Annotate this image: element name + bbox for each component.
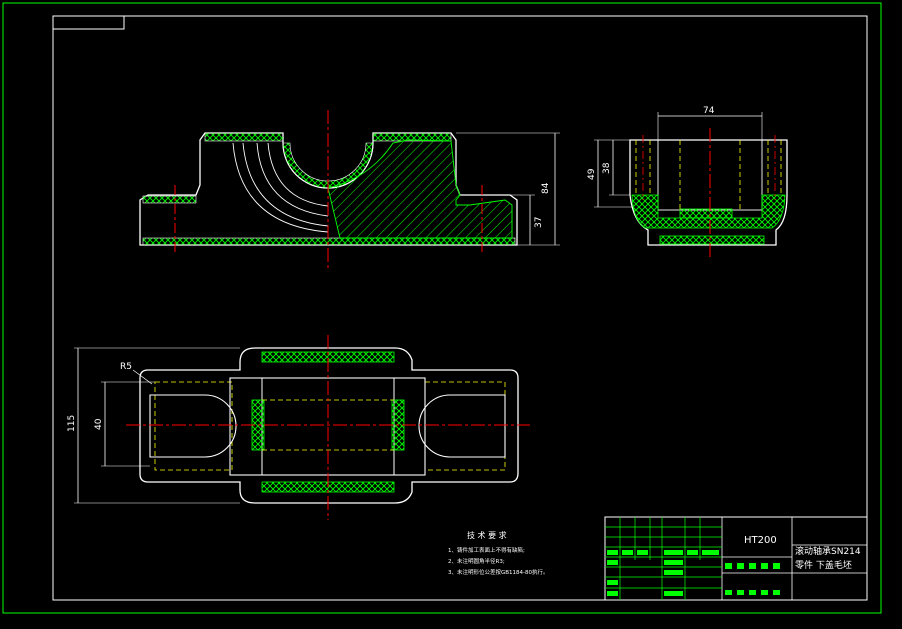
outer-border: [2, 2, 882, 614]
front-arc-1: [232, 142, 329, 233]
tech-note-2: 2、未注明圆角半径R3;: [448, 557, 505, 565]
front-left-foot-strip: [142, 195, 197, 204]
side-view: 74 38 49: [587, 106, 788, 258]
dim-38-label: 38: [602, 162, 612, 174]
side-view-outline: [629, 139, 788, 246]
tb-filled-cells: [607, 550, 780, 596]
front-base-strip: [142, 237, 516, 246]
title-block-frame: [604, 516, 868, 601]
plan-hidden-outline: [154, 381, 506, 471]
side-base-strip: [659, 235, 765, 245]
front-section-hatch: [327, 139, 513, 239]
side-bearing-strip: [679, 208, 733, 219]
front-top-left-strip: [204, 132, 284, 142]
front-arc-4: [267, 142, 329, 207]
plan-view: 115 40 R5: [67, 335, 530, 520]
tech-note-1: 1、铸件加工表面上不得有缺陷;: [448, 546, 525, 554]
dim-84-label: 84: [541, 182, 551, 194]
dim-r5-label: R5: [120, 362, 132, 372]
dim-49-label: 49: [587, 168, 597, 180]
material-label: HT200: [744, 535, 777, 546]
corner-code-box: [52, 15, 125, 30]
tb-left-grid: [605, 517, 722, 600]
side-lower-hatch: [631, 194, 786, 229]
tech-note-3: 3、未注明形位公差按GB1184-80执行。: [448, 568, 549, 576]
inner-border: [52, 15, 868, 601]
plan-slot-right: [418, 394, 506, 458]
front-arc-2: [242, 142, 329, 227]
dim-37-label: 37: [534, 217, 544, 228]
r5-leader: [132, 369, 153, 385]
plan-outline: [139, 347, 519, 504]
title-block: HT200 滚动轴承SN214 零件 下盖毛坯: [604, 516, 868, 601]
plan-slot-left: [149, 394, 237, 458]
title-line-1: 滚动轴承SN214: [795, 545, 861, 557]
dim-115-label: 115: [67, 415, 77, 432]
dim-40-label: 40: [94, 418, 104, 430]
front-bore-strip: [282, 142, 374, 189]
tech-title: 技 术 要 求: [467, 530, 507, 540]
front-arc-3: [256, 142, 329, 217]
tech-requirements: 技 术 要 求 1、铸件加工表面上不得有缺陷; 2、未注明圆角半径R3; 3、未…: [448, 530, 549, 576]
dim-74-label: 74: [703, 106, 715, 116]
front-view: 84 37: [139, 110, 560, 268]
title-line-2: 零件 下盖毛坯: [795, 559, 852, 571]
